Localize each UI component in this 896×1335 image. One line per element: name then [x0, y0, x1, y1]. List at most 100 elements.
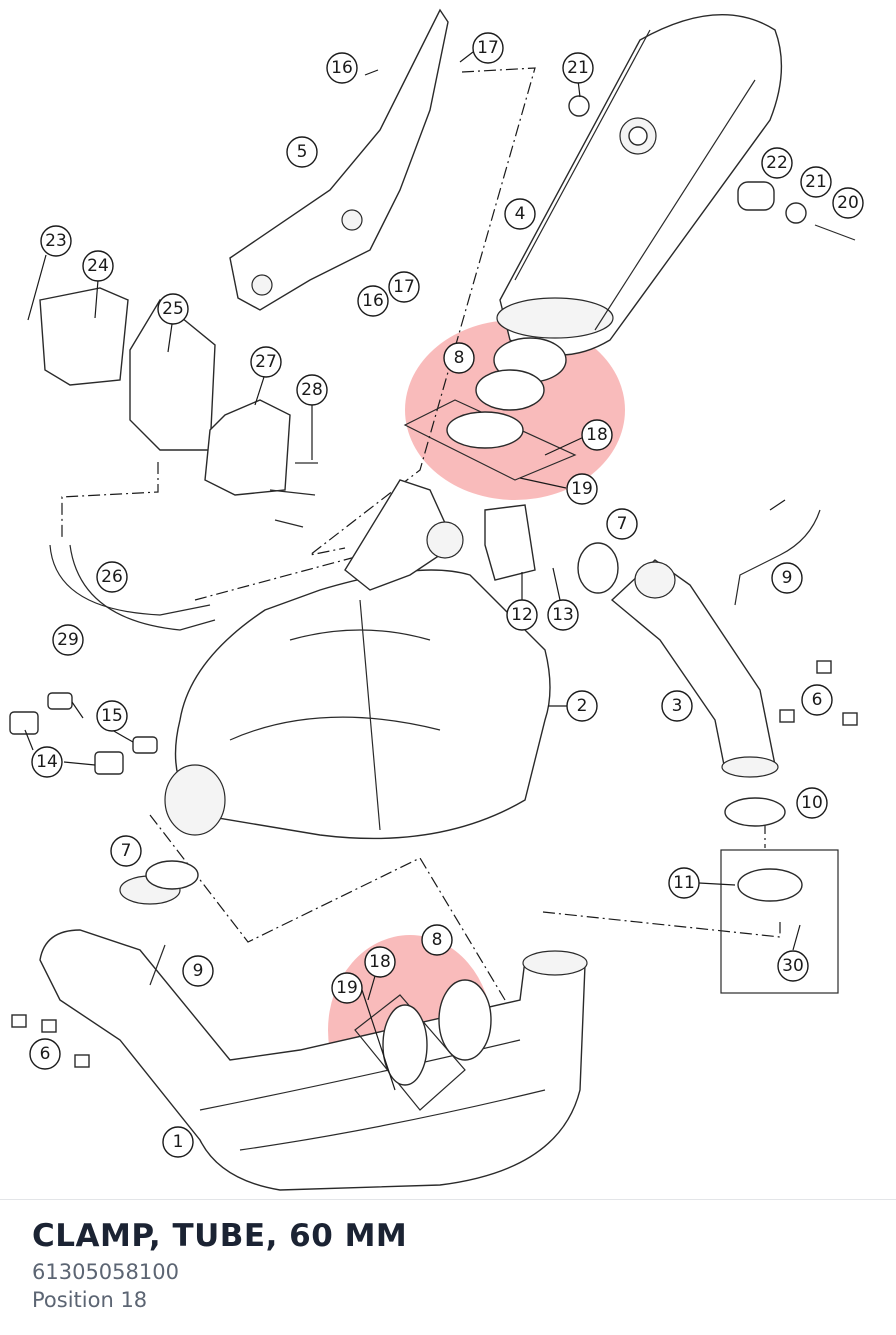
callout-6-right-label: 6 [812, 690, 823, 710]
bracket-part [204, 399, 291, 496]
callout-7-upper[interactable]: 7 [606, 508, 638, 540]
exploded-parts-diagram: 1 2 3 4 5 6 6 7 7 8 8 9 9 10 11 12 13 14… [9, 8, 864, 1191]
callout-8-upper-label: 8 [454, 348, 465, 368]
callout-1[interactable]: 1 [162, 1126, 194, 1158]
callout-9-left-label: 9 [193, 961, 204, 981]
callout-22-label: 22 [766, 153, 788, 173]
callout-30-label: 30 [782, 956, 804, 976]
callout-12-label: 12 [511, 605, 533, 625]
callout-16-upper[interactable]: 16 [326, 52, 358, 84]
callout-5-label: 5 [297, 142, 308, 162]
callout-20-label: 20 [837, 193, 859, 213]
gasket-ring-8-upper-b [475, 369, 545, 411]
callout-6-left-label: 6 [40, 1044, 51, 1064]
callout-24[interactable]: 24 [82, 250, 114, 282]
callout-29[interactable]: 29 [52, 624, 84, 656]
callout-19-lower-label: 19 [336, 978, 358, 998]
callout-9-right-label: 9 [782, 568, 793, 588]
clamp-ring-upper [446, 411, 524, 449]
callout-18-lower-label: 18 [369, 952, 391, 972]
part-position: Position 18 [32, 1288, 148, 1312]
callout-21-lower[interactable]: 21 [800, 166, 832, 198]
part-title: CLAMP, TUBE, 60 MM [32, 1218, 408, 1254]
callout-26[interactable]: 26 [96, 561, 128, 593]
callout-4[interactable]: 4 [504, 198, 536, 230]
sensor-wire-upper [734, 509, 821, 606]
callout-30[interactable]: 30 [777, 950, 809, 982]
callout-18-upper-label: 18 [586, 425, 608, 445]
callout-7-lower[interactable]: 7 [110, 835, 142, 867]
callout-10[interactable]: 10 [796, 787, 828, 819]
callout-27-label: 27 [255, 352, 277, 372]
callout-8-lower[interactable]: 8 [421, 924, 453, 956]
gasket-ring-7-upper [577, 542, 619, 594]
callout-6-left[interactable]: 6 [29, 1038, 61, 1070]
callout-1-label: 1 [173, 1132, 184, 1152]
callout-15[interactable]: 15 [96, 700, 128, 732]
callout-7-lower-label: 7 [121, 841, 132, 861]
callout-6-right[interactable]: 6 [801, 684, 833, 716]
callout-24-label: 24 [87, 256, 109, 276]
callout-17-upper-label: 17 [477, 38, 499, 58]
callout-19-upper-label: 19 [571, 479, 593, 499]
callout-12[interactable]: 12 [506, 599, 538, 631]
callout-19-lower[interactable]: 19 [331, 972, 363, 1004]
clamp-ring-lower [382, 1004, 428, 1086]
callout-8-upper[interactable]: 8 [443, 342, 475, 374]
callout-14[interactable]: 14 [31, 746, 63, 778]
callout-3-label: 3 [672, 696, 683, 716]
part-number: 61305058100 [32, 1260, 179, 1284]
callout-13-label: 13 [552, 605, 574, 625]
callout-21-lower-label: 21 [805, 172, 827, 192]
callout-2-label: 2 [577, 696, 588, 716]
assembly-line-lower [149, 814, 506, 1001]
sensor-wire-lower [149, 944, 166, 986]
callout-23[interactable]: 23 [40, 225, 72, 257]
callout-17-lower-label: 17 [393, 277, 415, 297]
callout-5[interactable]: 5 [286, 136, 318, 168]
callout-14-label: 14 [36, 752, 58, 772]
part-info-panel: CLAMP, TUBE, 60 MM 61305058100 Position … [32, 1214, 872, 1314]
callout-18-lower[interactable]: 18 [364, 946, 396, 978]
callout-28[interactable]: 28 [296, 374, 328, 406]
callout-2[interactable]: 2 [566, 690, 598, 722]
callout-17-upper[interactable]: 17 [472, 32, 504, 64]
leader-lines [24, 51, 801, 1091]
callout-21-upper[interactable]: 21 [562, 52, 594, 84]
callout-9-left[interactable]: 9 [182, 955, 214, 987]
callout-22[interactable]: 22 [761, 147, 793, 179]
callout-28-label: 28 [301, 380, 323, 400]
callout-29-label: 29 [57, 630, 79, 650]
callout-16-lower[interactable]: 16 [357, 285, 389, 317]
callout-26-label: 26 [101, 567, 123, 587]
diagram-svg: 1 2 3 4 5 6 6 7 7 8 8 9 9 10 11 12 13 14… [9, 8, 864, 1191]
callout-8-lower-label: 8 [432, 930, 443, 950]
callout-3[interactable]: 3 [661, 690, 693, 722]
gasket-ring-7-lower [145, 860, 199, 890]
assembly-line-right [542, 911, 781, 938]
callout-13[interactable]: 13 [547, 599, 579, 631]
callout-21-upper-label: 21 [567, 58, 589, 78]
callout-16-lower-label: 16 [362, 291, 384, 311]
actuator-cover-part [39, 287, 129, 386]
callout-23-label: 23 [45, 231, 67, 251]
callout-19-upper[interactable]: 19 [566, 473, 598, 505]
muffler-part [496, 14, 783, 356]
gasket-ring-10 [724, 797, 786, 827]
cover-12-part [484, 504, 536, 581]
assembly-line-actuator [61, 462, 159, 540]
callout-16-upper-label: 16 [331, 58, 353, 78]
callout-18-upper[interactable]: 18 [581, 419, 613, 451]
clamp-group-box-upper [403, 399, 577, 481]
callout-7-upper-label: 7 [617, 514, 628, 534]
callout-25-label: 25 [162, 299, 184, 319]
callout-20[interactable]: 20 [832, 187, 864, 219]
callout-17-lower[interactable]: 17 [388, 271, 420, 303]
callout-11[interactable]: 11 [668, 867, 700, 899]
callout-10-label: 10 [801, 793, 823, 813]
callout-15-label: 15 [101, 706, 123, 726]
callout-9-right[interactable]: 9 [771, 562, 803, 594]
hardware-small-parts [9, 95, 858, 1068]
callout-25[interactable]: 25 [157, 293, 189, 325]
callout-27[interactable]: 27 [250, 346, 282, 378]
